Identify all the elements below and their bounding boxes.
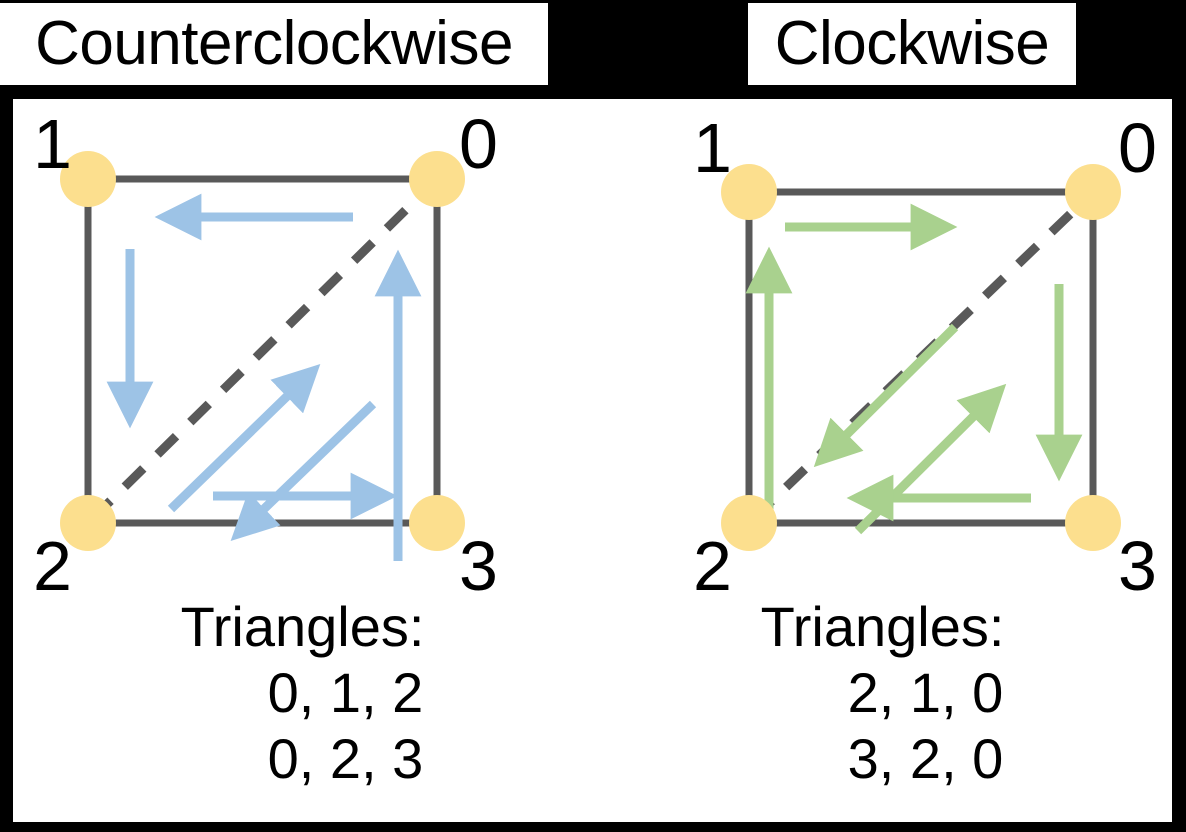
caption-heading: Triangles: — [180, 595, 425, 658]
triangle-line-2: 0, 2, 3 — [267, 727, 424, 791]
vertex-label-3: 3 — [1118, 527, 1157, 605]
quad-figure-counterclockwise: 1 0 2 3 — [13, 99, 592, 601]
winding-arrows-counterclockwise — [106, 193, 422, 561]
diagonal-arrow-lower — [854, 383, 1007, 535]
vertex-label-2: 2 — [693, 527, 732, 605]
vertex-0 — [409, 151, 465, 207]
vertex-label-2: 2 — [33, 527, 72, 605]
panel-title-counterclockwise: Counterclockwise — [0, 3, 548, 85]
diagonal-arrow-upper — [813, 323, 959, 468]
diagonal-arrow-lower — [230, 400, 377, 541]
vertex-3 — [409, 495, 465, 551]
dashed-diagonal — [88, 179, 437, 523]
vertex-label-3: 3 — [459, 527, 498, 605]
vertex-label-0: 0 — [459, 105, 498, 183]
caption-clockwise: Triangles: 2, 1, 0 3, 2, 0 — [593, 594, 1172, 792]
winding-arrows-clockwise — [745, 203, 1083, 535]
diagonal-arrow-upper — [167, 363, 321, 513]
vertex-label-1: 1 — [33, 105, 72, 183]
caption-counterclockwise: Triangles: 0, 1, 2 0, 2, 3 — [13, 594, 592, 792]
quad-vertices — [60, 151, 465, 551]
vertex-1 — [721, 164, 777, 220]
vertex-2 — [721, 495, 777, 551]
triangle-line-1: 2, 1, 0 — [847, 661, 1004, 725]
diagram-canvas: 1 0 2 3 Triangles: 0, 1, 2 0, 2, 3 — [13, 99, 1172, 822]
vertex-3 — [1065, 495, 1121, 551]
panel-title-clockwise: Clockwise — [748, 3, 1076, 85]
panel-counterclockwise: 1 0 2 3 Triangles: 0, 1, 2 0, 2, 3 — [13, 99, 592, 822]
vertex-0 — [1065, 164, 1121, 220]
caption-heading: Triangles: — [760, 595, 1005, 658]
triangle-line-2: 3, 2, 0 — [847, 727, 1004, 791]
vertex-label-0: 0 — [1118, 109, 1157, 187]
quad-vertices — [721, 164, 1121, 551]
vertex-1 — [60, 151, 116, 207]
panel-clockwise: 1 0 2 3 Triangles: 2, 1, 0 3, 2, 0 — [593, 99, 1172, 822]
vertex-2 — [60, 495, 116, 551]
quad-figure-clockwise: 1 0 2 3 — [593, 99, 1172, 601]
triangle-line-1: 0, 1, 2 — [267, 661, 424, 725]
vertex-label-1: 1 — [693, 109, 732, 187]
